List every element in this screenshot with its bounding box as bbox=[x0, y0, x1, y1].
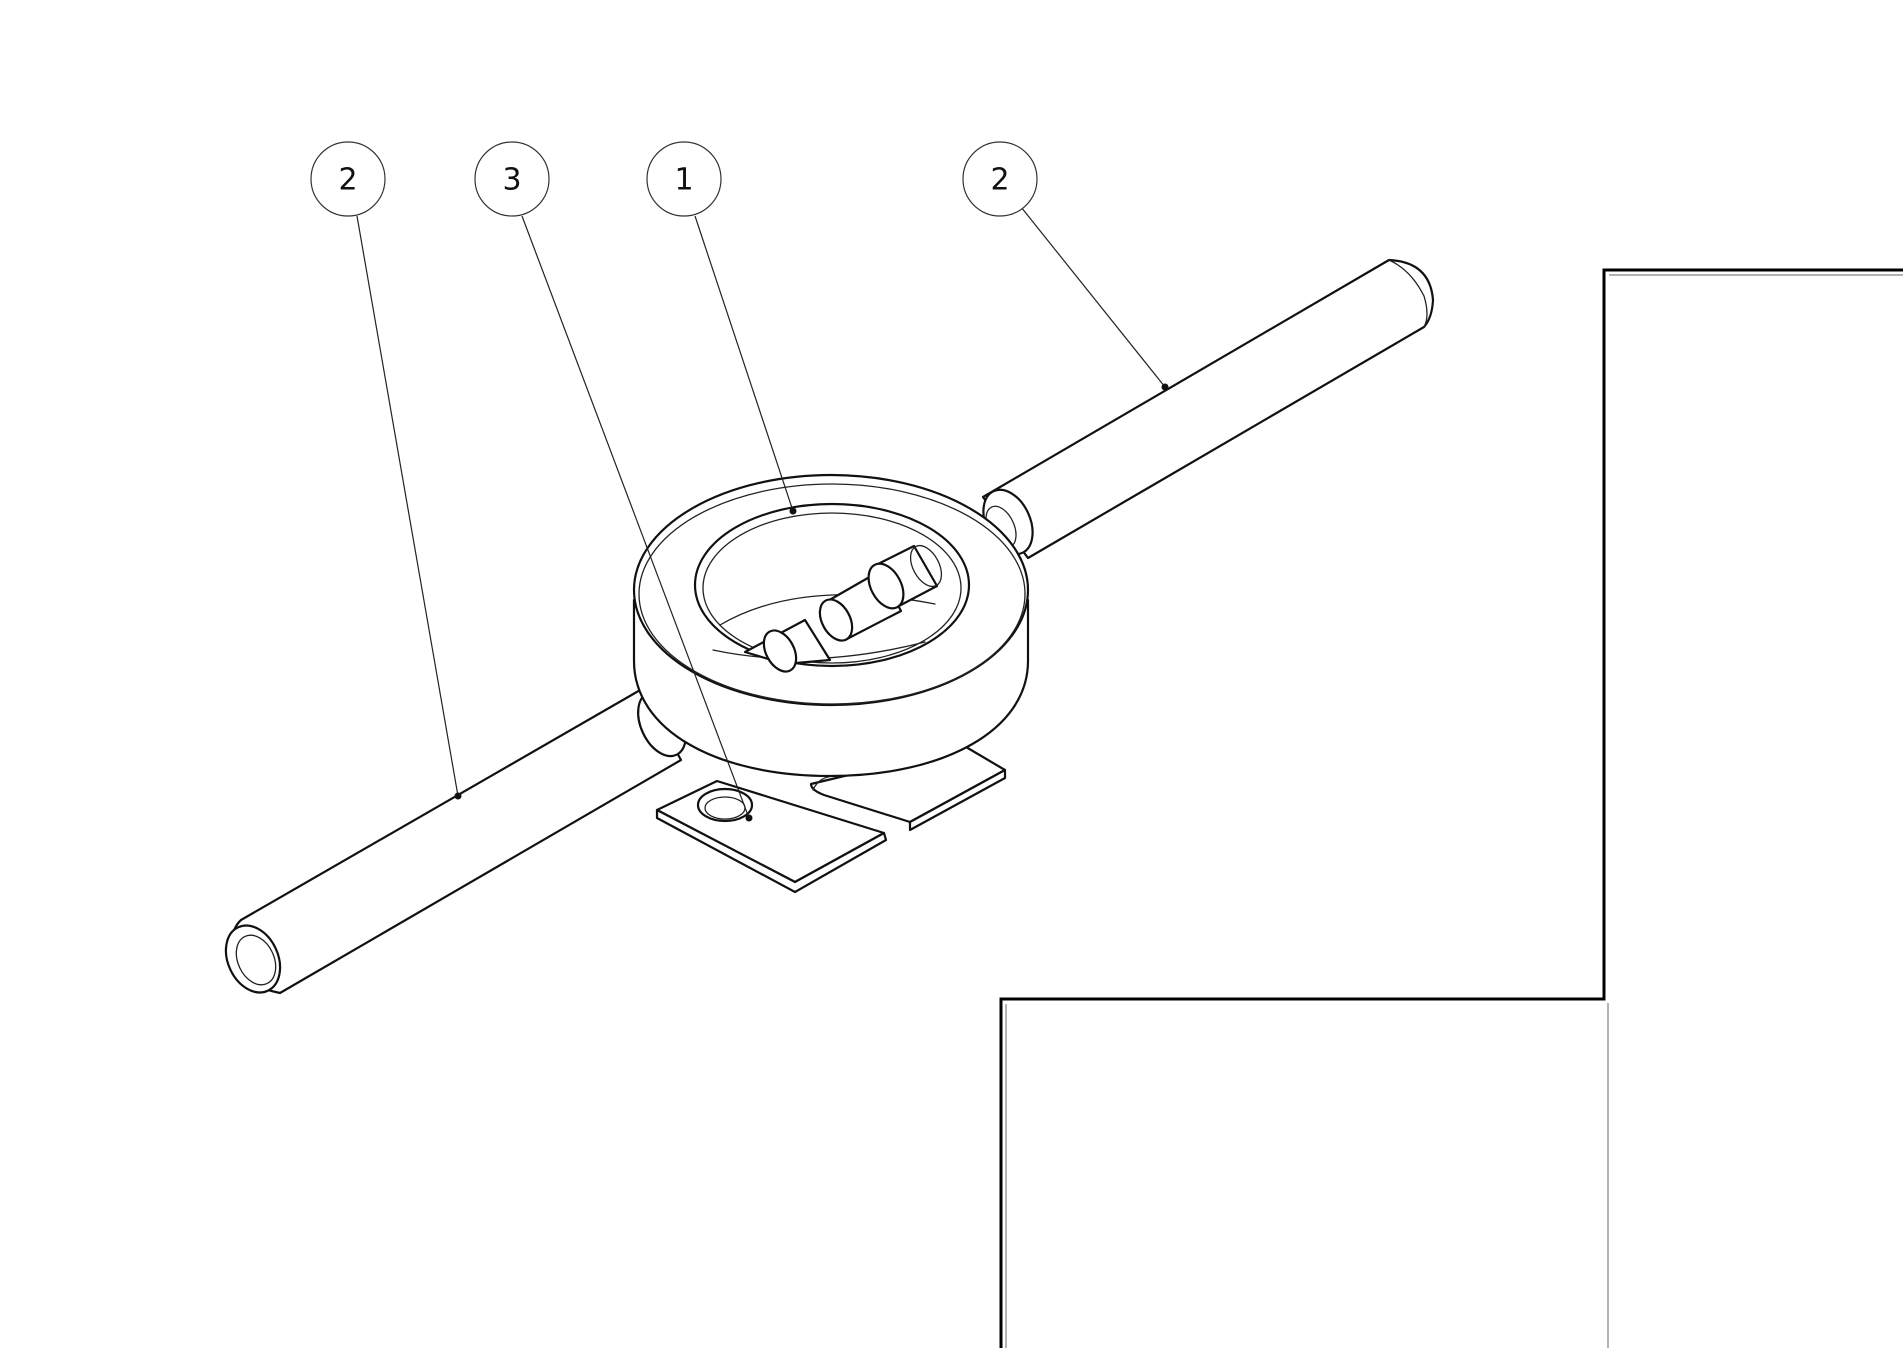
clamp-plates bbox=[655, 745, 1007, 894]
balloon-label: 3 bbox=[502, 163, 521, 198]
balloon-circle bbox=[646, 141, 722, 217]
die-holder-body bbox=[632, 473, 1030, 778]
leader-right-handle bbox=[1020, 206, 1166, 388]
leader-die-holder bbox=[694, 215, 794, 512]
leader-end-dot bbox=[745, 814, 753, 822]
title-block-frame bbox=[999, 268, 1903, 1348]
leader-set-screw bbox=[521, 215, 750, 819]
leader-left-handle bbox=[356, 215, 459, 797]
balloon-circle bbox=[474, 141, 550, 217]
balloon-right-handle: 2 bbox=[962, 141, 1038, 217]
balloon-label: 1 bbox=[674, 163, 693, 198]
balloon-die-holder: 1 bbox=[646, 141, 722, 217]
leader-end-dot bbox=[789, 507, 797, 515]
leader-end-dot bbox=[454, 792, 462, 800]
balloon-left-handle: 2 bbox=[310, 141, 386, 217]
balloon-set-screw: 3 bbox=[474, 141, 550, 217]
balloon-circle bbox=[310, 141, 386, 217]
balloon-circle bbox=[962, 141, 1038, 217]
balloon-label: 2 bbox=[990, 163, 1009, 198]
leader-end-dot bbox=[1161, 383, 1169, 391]
balloon-label: 2 bbox=[338, 163, 357, 198]
leader-lines bbox=[356, 206, 1169, 822]
left-handle-part bbox=[224, 680, 712, 995]
right-handle-part bbox=[981, 258, 1435, 560]
die-insert bbox=[743, 544, 943, 673]
